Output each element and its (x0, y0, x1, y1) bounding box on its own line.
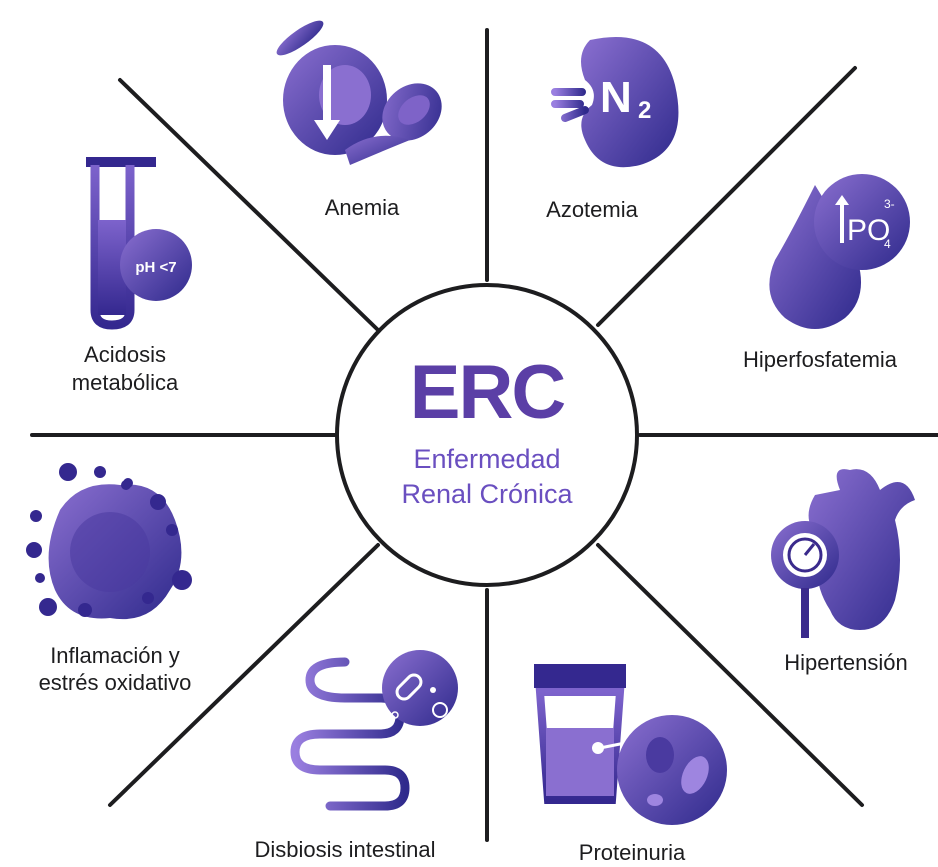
label-acidosis-line1: Acidosis (84, 342, 166, 367)
label-inflamacion-line2: estrés oxidativo (39, 670, 192, 695)
phosphate-po-sup: 3- (884, 197, 895, 211)
ph-text: pH <7 (135, 259, 176, 276)
center-circle (335, 283, 639, 587)
label-disbiosis: Disbiosis intestinal (255, 837, 436, 862)
red-blood-cell-icon (276, 20, 442, 165)
spoke-top-left (118, 78, 380, 332)
kidney-n-sub: 2 (638, 97, 651, 124)
center-subtitle-line1: Enfermedad (413, 444, 560, 474)
label-hipertension: Hipertensión (784, 650, 908, 675)
label-acidosis-line2: metabólica (72, 370, 179, 395)
phosphate-po-sub: 4 (884, 237, 891, 251)
label-azotemia: Azotemia (546, 197, 638, 222)
heart-gauge-icon (771, 469, 915, 638)
phosphate-po-text: PO (847, 214, 890, 247)
spoke-top-right (596, 66, 857, 327)
bacteria-icon (382, 650, 458, 726)
spoke-bottom-left (108, 543, 380, 807)
spokes (30, 28, 938, 842)
test-tube-icon: pH <7 (86, 157, 192, 330)
spoke-bottom-right (596, 543, 864, 807)
intestine-icon (290, 657, 410, 811)
label-proteinuria: Proteinuria (579, 840, 686, 865)
label-anemia: Anemia (325, 195, 400, 220)
urine-cup-icon (534, 664, 727, 825)
virus-cell-icon (26, 463, 192, 620)
label-hiperfosfatemia: Hiperfosfatemia (743, 347, 898, 372)
kidney-icon: N 2 (551, 37, 679, 168)
kidney-n-text: N (600, 73, 632, 122)
label-inflamacion-line1: Inflamación y (50, 643, 180, 668)
center-subtitle-line2: Renal Crónica (401, 479, 573, 509)
phosphate-drop-icon: PO 3- 4 (769, 174, 910, 329)
center-title: ERC (410, 350, 565, 435)
